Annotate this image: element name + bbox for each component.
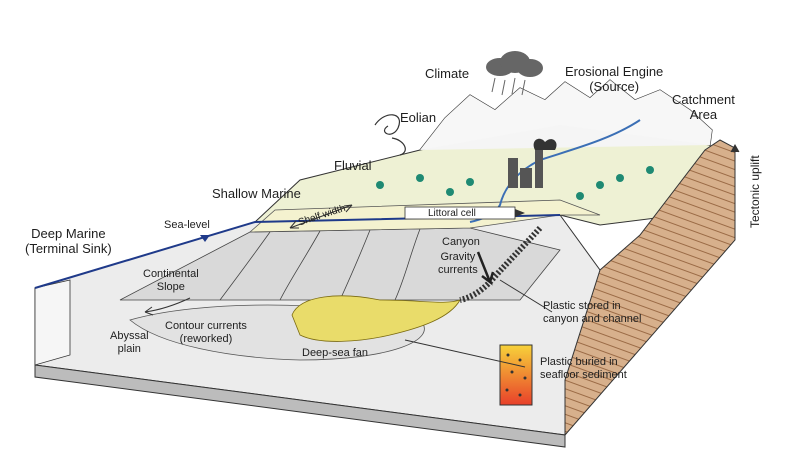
fluvial-label: Fluvial [334, 158, 372, 173]
shallow-marine-label: Shallow Marine [212, 186, 301, 201]
sea-level-marker [200, 235, 210, 242]
deep-sea-fan-label: Deep-sea fan [302, 347, 369, 359]
slope-ridges [219, 228, 421, 301]
gravity-currents-label: Gravity currents [438, 251, 478, 276]
tectonic-uplift-label: Tectonic uplift [748, 155, 762, 228]
canyon-label: Canyon [442, 236, 480, 248]
contour-current-arrows [144, 297, 191, 316]
climate-label: Climate [425, 66, 470, 81]
littoral-cell-arrow [404, 206, 525, 220]
gravity-current-arrow [476, 251, 495, 286]
smoke-icon [533, 138, 557, 150]
deep-marine-label: Deep Marine (Terminal Sink) [25, 226, 112, 256]
water-column-face [34, 279, 71, 366]
cloud-icon [486, 51, 543, 96]
city-icon [508, 150, 543, 188]
abyssal-plain-label: Abyssal plain [110, 330, 149, 355]
continental-slope-label: Continental Slope [143, 268, 199, 293]
erosional-engine-label: Erosional Engine (Source) [565, 64, 664, 94]
plastic-buried-label: Plastic buried in seafloor sediment [540, 356, 627, 381]
mountain-fill [420, 80, 712, 150]
sea-level-label: Sea-level [164, 219, 210, 231]
leader-lines [404, 143, 740, 368]
catchment-area-label: Catchment Area [672, 92, 735, 122]
shelf-width-arrow [289, 204, 353, 229]
contour-currents-label: Contour currents (reworked) [165, 320, 247, 345]
wind-icon [374, 114, 406, 156]
block-front-face [34, 364, 566, 448]
plastic-sediment-column [499, 344, 533, 406]
plastic-canyon-label: Plastic stored in canyon and channel [543, 300, 642, 325]
littoral-cell-label: Littoral cell [428, 208, 476, 219]
trees [376, 166, 654, 200]
eolian-label: Eolian [400, 110, 437, 125]
